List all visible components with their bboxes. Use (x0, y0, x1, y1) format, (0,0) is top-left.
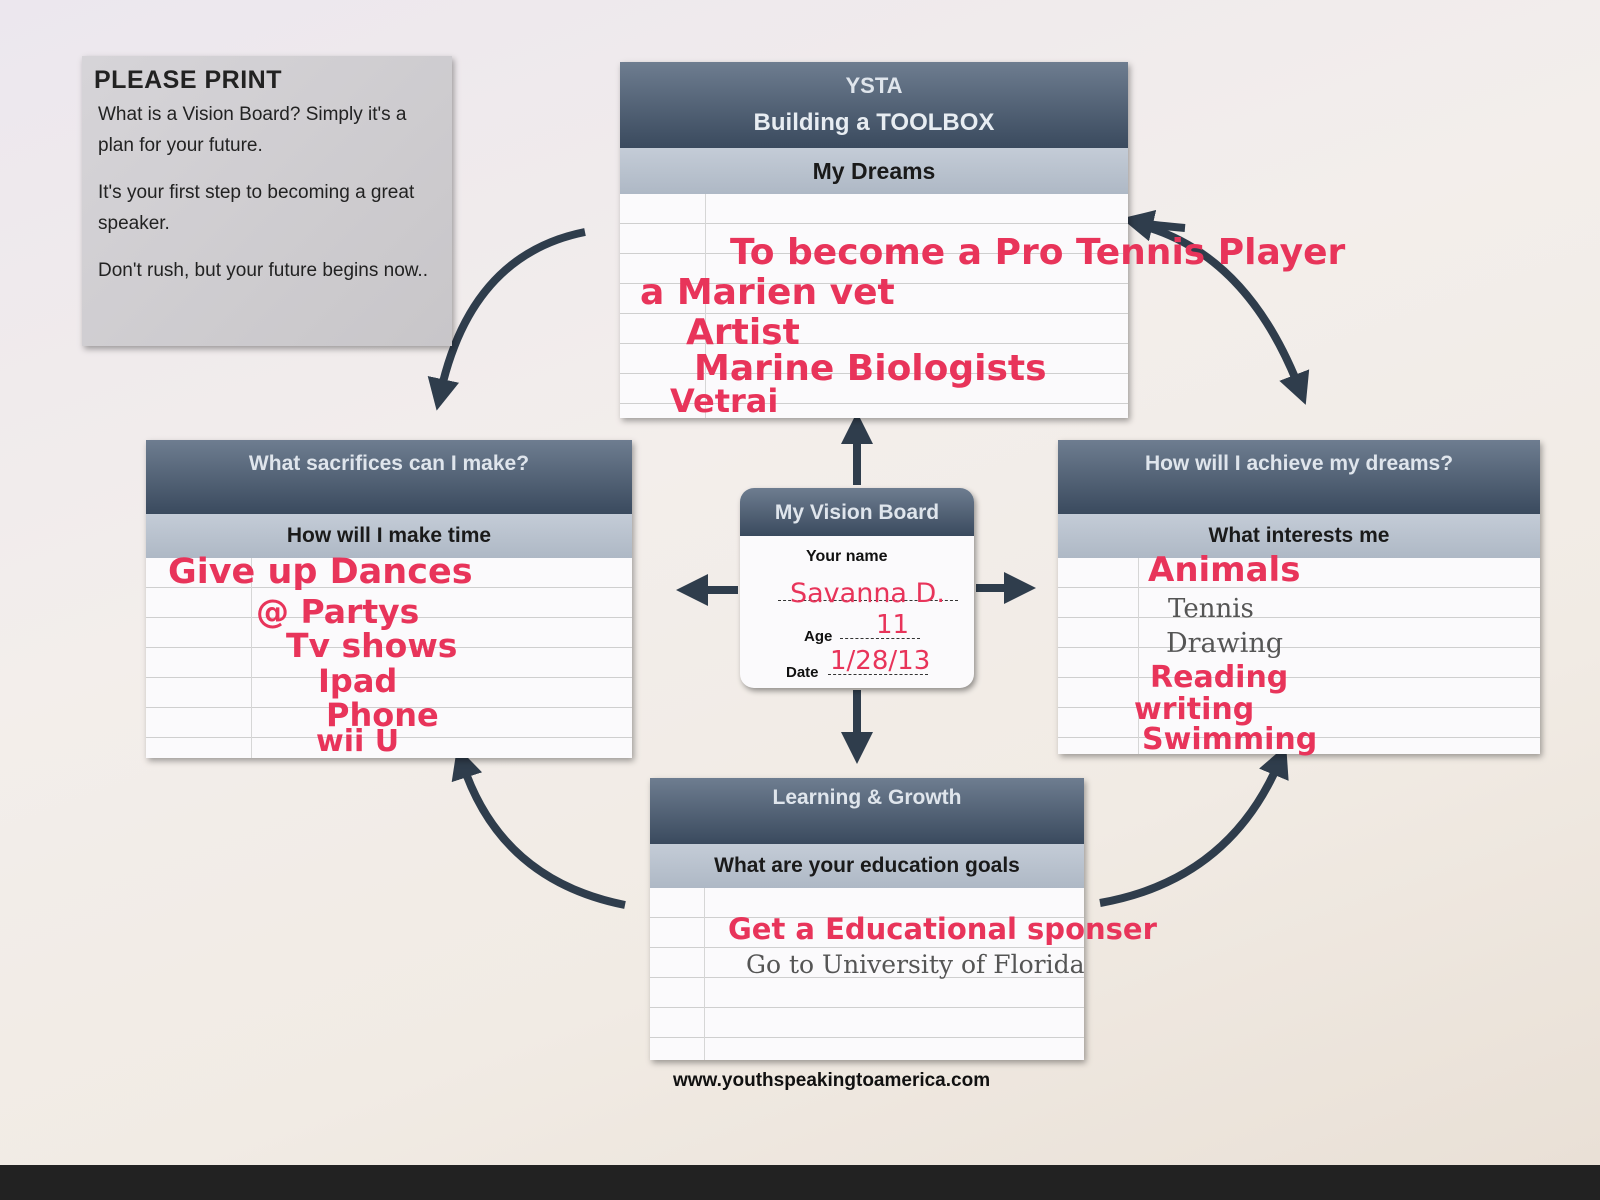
arrow-learning-to-achieve (1099, 745, 1289, 907)
date-line (828, 674, 928, 675)
dreams-card-title-2: Building a TOOLBOX (753, 109, 995, 136)
dream-entry-4: Marine Biologists (694, 348, 1047, 389)
dream-entry-2: a Marien vet (640, 272, 895, 313)
name-label: Your name (806, 548, 888, 565)
dreams-card-title-1: YSTA (845, 73, 903, 98)
age-label: Age (804, 628, 833, 645)
education-goal-2: Go to University of Florida (746, 950, 1085, 979)
interest-entry-4: Reading (1150, 660, 1289, 695)
dreams-card: YSTA Building a TOOLBOX My Dreams (620, 62, 1128, 418)
arrow-dreams-to-sacrifices (427, 228, 586, 411)
date-label: Date (786, 664, 819, 681)
sacrifice-entry-3: Tv shows (286, 626, 458, 665)
age-value: 11 (876, 610, 910, 640)
name-value: Savanna D. (790, 578, 945, 609)
dreams-card-lines (620, 194, 1128, 418)
vision-board-center-card: My Vision Board Your name Age Date (740, 488, 974, 688)
sacrifice-entry-5: Phone (326, 696, 439, 734)
dreams-card-subtitle: My Dreams (620, 148, 1128, 194)
name-line (778, 600, 958, 601)
dream-entry-3: Artist (686, 312, 800, 353)
sacrifices-card-lines (146, 558, 632, 758)
learning-card-lines (650, 888, 1084, 1060)
sacrifice-entry-4: Ipad (318, 662, 398, 700)
interest-entry-2: Tennis (1168, 594, 1254, 624)
instructions-paragraph-3: Don't rush, but your future begins now.. (98, 260, 428, 281)
instructions-paragraph-1: What is a Vision Board? Simply it's a pl… (98, 104, 407, 156)
center-card-title: My Vision Board (740, 488, 974, 536)
learning-card: Learning & Growth What are your educatio… (650, 778, 1084, 1060)
learning-card-header: Learning & Growth (650, 778, 1084, 844)
dream-entry-5: Vetrai (670, 382, 779, 420)
sacrifice-entry-2: @ Partys (256, 592, 420, 631)
sacrifices-card-margin (251, 558, 252, 758)
achieve-card-header: How will I achieve my dreams? (1058, 440, 1540, 514)
footer-url: www.youthspeakingtoamerica.com (673, 1070, 991, 1091)
dreams-card-margin (705, 194, 706, 418)
achieve-card-margin (1138, 558, 1139, 754)
sacrifice-entry-1: Give up Dances (168, 552, 473, 592)
instructions-box: PLEASE PRINT What is a Vision Board? Sim… (82, 56, 452, 346)
achieve-card: How will I achieve my dreams? What inter… (1058, 440, 1540, 754)
learning-card-subtitle: What are your education goals (650, 844, 1084, 888)
dreams-card-header: YSTA Building a TOOLBOX (620, 62, 1128, 148)
arrow-learning-to-sacrifices (451, 746, 626, 909)
sacrifices-card: What sacrifices can I make? How will I m… (146, 440, 632, 758)
interest-entry-3: Drawing (1166, 628, 1284, 659)
achieve-card-subtitle: What interests me (1058, 514, 1540, 558)
table-edge (0, 1165, 1600, 1200)
sacrifice-entry-6: wii U (316, 724, 400, 759)
interest-entry-5: writing (1134, 692, 1255, 727)
instructions-title: PLEASE PRINT (94, 66, 282, 94)
interest-entry-6: Swimming (1142, 722, 1318, 757)
sacrifices-card-subtitle: How will I make time (146, 514, 632, 558)
education-goal-1: Get a Educational sponser (728, 912, 1157, 946)
sacrifices-card-header: What sacrifices can I make? (146, 440, 632, 514)
age-line (840, 638, 920, 639)
arrow-dreams-to-achieve (1148, 224, 1310, 405)
dream-entry-1: To become a Pro Tennis Player (730, 232, 1346, 273)
learning-card-margin (704, 888, 705, 1060)
date-value: 1/28/13 (830, 646, 931, 676)
instructions-paragraph-2: It's your first step to becoming a great… (98, 182, 415, 234)
interest-entry-1: Animals (1148, 550, 1301, 590)
